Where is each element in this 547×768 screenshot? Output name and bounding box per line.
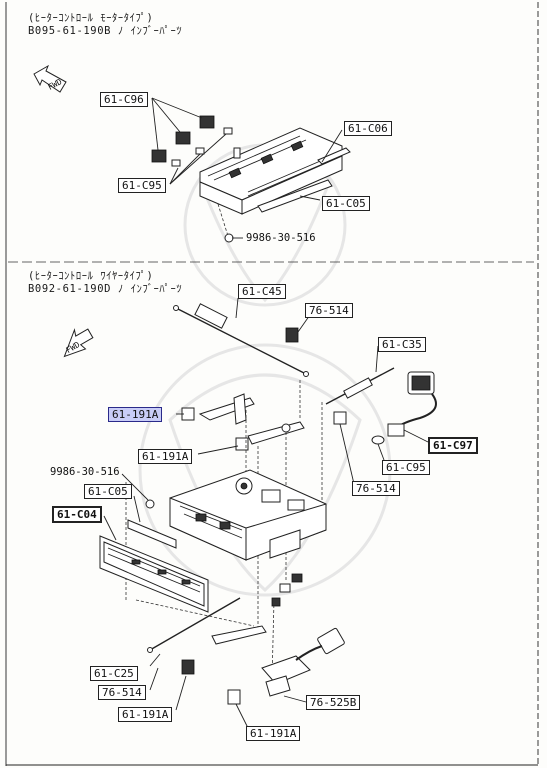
- fwd-arrow-bottom: [63, 328, 94, 358]
- label-screw-top[interactable]: 9986-30-516: [246, 232, 316, 244]
- label-76-525B[interactable]: 76-525B: [306, 695, 361, 710]
- clip-76-514-b: [333, 411, 347, 425]
- screw-top: [224, 233, 243, 243]
- label-61-C35[interactable]: 61-C35: [378, 337, 426, 352]
- lever-assembly-lower: [235, 421, 305, 451]
- fwd-arrow-top: [33, 64, 67, 93]
- label-61-C25[interactable]: 61-C25: [90, 666, 138, 681]
- connector-61-C97: [387, 371, 437, 437]
- small-parts-right: [271, 573, 303, 607]
- label-76-514-c[interactable]: 76-514: [98, 685, 146, 700]
- label-76-514-b[interactable]: 76-514: [352, 481, 400, 496]
- label-61-191A-c[interactable]: 61-191A: [118, 707, 173, 722]
- cable-61-C25: [147, 597, 267, 653]
- control-panel-top: [199, 127, 351, 215]
- top-section-part-number: B095-61-190B ﾉ ｲﾝﾌﾞｰﾊﾟｰﾂ: [28, 25, 183, 37]
- knob-parts-top: [151, 115, 233, 167]
- label-61-C05-bottom[interactable]: 61-C05: [84, 484, 132, 499]
- label-61-191A-d[interactable]: 61-191A: [246, 726, 301, 741]
- bezel-61-C05: [127, 519, 177, 549]
- label-61-191A-b[interactable]: 61-191A: [138, 449, 193, 464]
- top-section-title: (ﾋｰﾀｰｺﾝﾄﾛｰﾙ ﾓｰﾀｰﾀｲﾌﾟ): [28, 12, 154, 24]
- label-61-C95-bottom[interactable]: 61-C95: [382, 460, 430, 475]
- label-screw-bottom[interactable]: 9986-30-516: [50, 466, 120, 478]
- faceplate-61-C04: [99, 535, 209, 613]
- label-61-C45[interactable]: 61-C45: [238, 284, 286, 299]
- clip-76-514-a: [285, 327, 299, 343]
- bottom-section-part-number: B092-61-190D ﾉ ｲﾝﾌﾞｰﾊﾟｰﾂ: [28, 283, 183, 295]
- label-61-C04[interactable]: 61-C04: [52, 506, 102, 523]
- cable-61-C35: [325, 367, 395, 405]
- label-61-C95-top[interactable]: 61-C95: [118, 178, 166, 193]
- lever-assembly-upper: [181, 393, 255, 425]
- label-61-191A-highlighted[interactable]: 61-191A: [108, 407, 163, 422]
- clip-76-514-c: [181, 659, 195, 675]
- label-61-C06[interactable]: 61-C06: [344, 121, 392, 136]
- bulb-61-C95: [371, 435, 385, 445]
- clip-61-191A-d: [227, 689, 241, 705]
- control-housing: [169, 469, 327, 561]
- label-61-C96[interactable]: 61-C96: [100, 92, 148, 107]
- screw-bottom: [145, 499, 155, 509]
- bottom-section-title: (ﾋｰﾀｰｺﾝﾄﾛｰﾙ ﾜｲﾔｰﾀｲﾌﾟ): [28, 270, 154, 282]
- label-61-C97[interactable]: 61-C97: [428, 437, 478, 454]
- label-76-514-a[interactable]: 76-514: [305, 303, 353, 318]
- label-61-C05-top[interactable]: 61-C05: [322, 196, 370, 211]
- switch-76-525B: [261, 627, 345, 697]
- cable-61-C45: [173, 303, 309, 377]
